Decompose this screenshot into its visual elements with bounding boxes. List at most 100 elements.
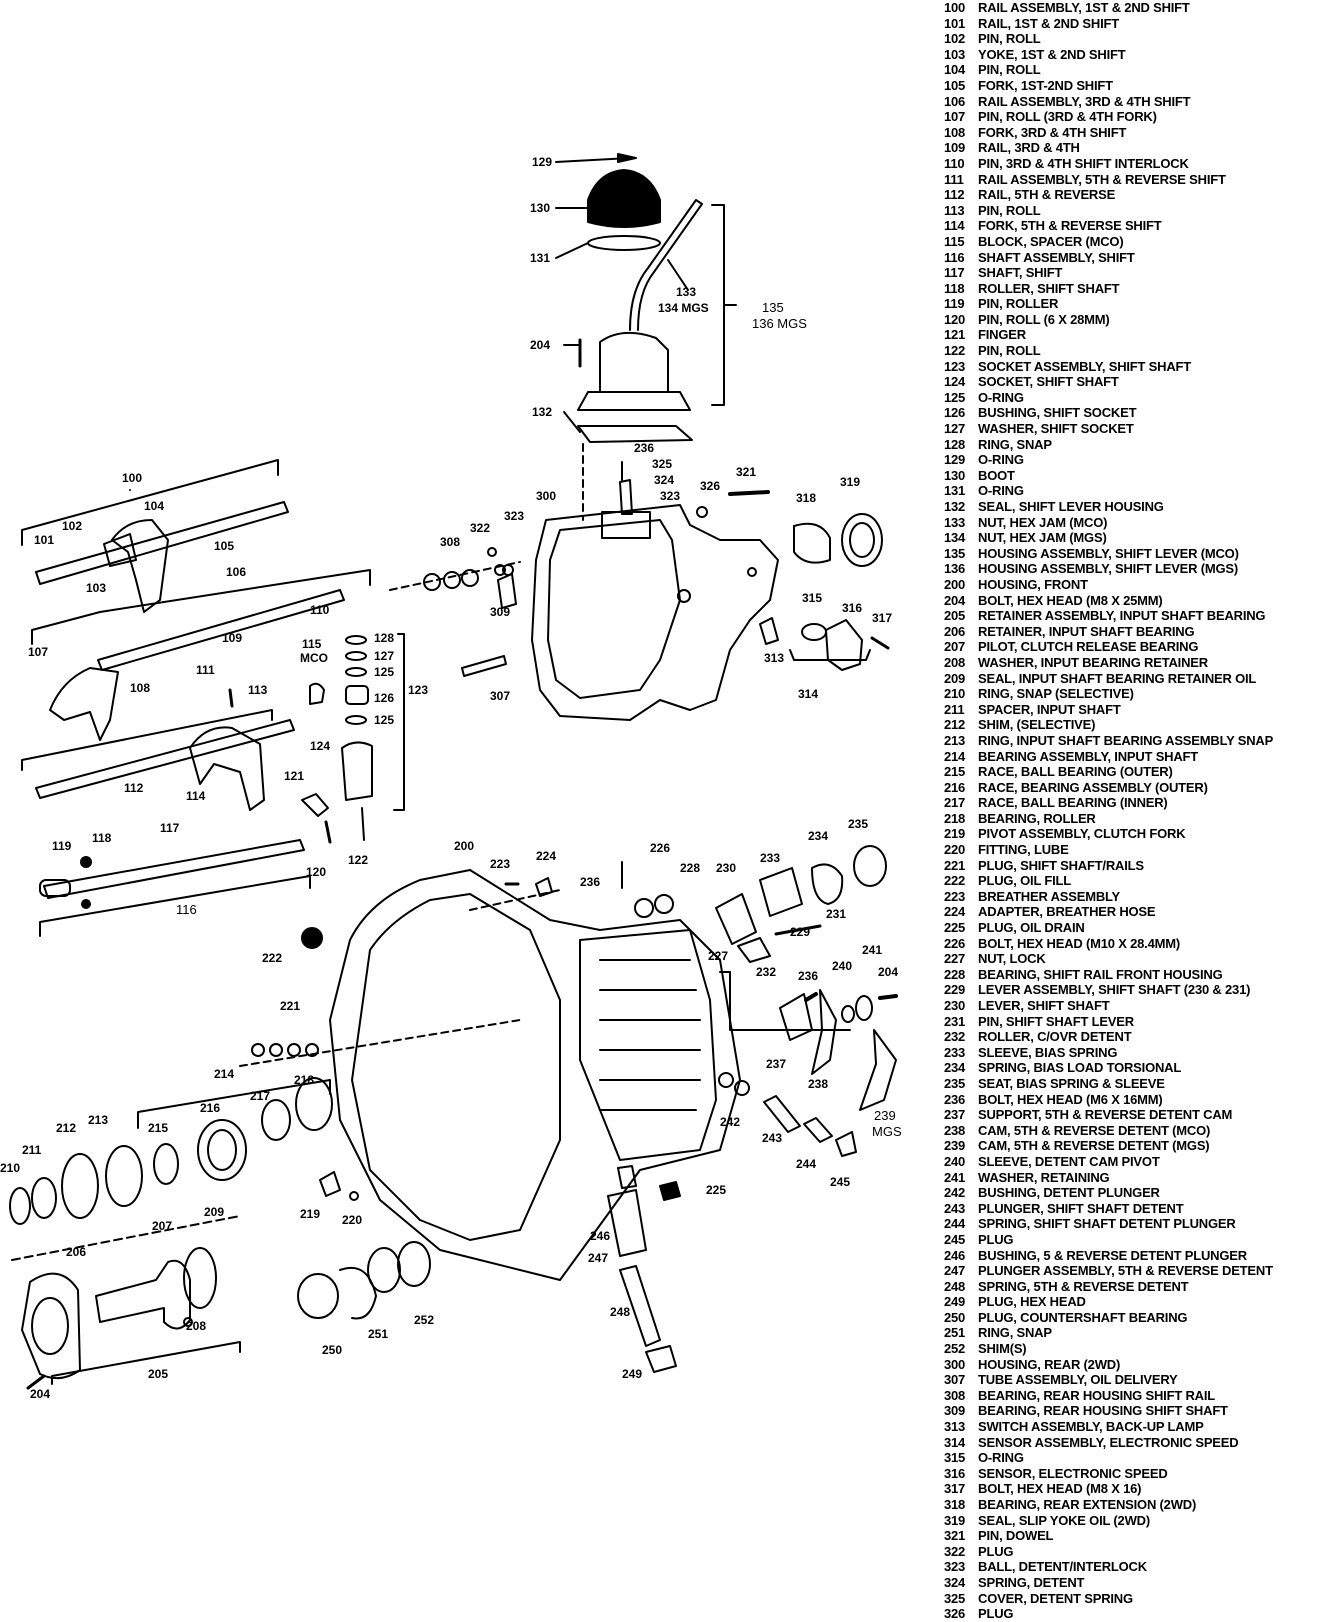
callout-234: 234 xyxy=(808,829,828,843)
callout-117: 117 xyxy=(160,821,180,835)
callout-212: 212 xyxy=(56,1121,76,1135)
legend-part-description: HOUSING, FRONT xyxy=(978,576,1088,592)
legend-part-number: 247 xyxy=(944,1263,966,1279)
bolt-236 xyxy=(804,992,818,1002)
callout-214: 214 xyxy=(214,1067,234,1081)
legend-part-description: PIN, ROLL xyxy=(978,31,1041,47)
legend-part-number: 229 xyxy=(944,982,966,998)
race-216 xyxy=(197,1119,247,1181)
legend-part-number: 307 xyxy=(944,1372,966,1388)
legend-part-description: RAIL ASSEMBLY, 5TH & REVERSE SHIFT xyxy=(978,171,1226,187)
legend-part-description: RING, SNAP (SELECTIVE) xyxy=(978,686,1134,702)
legend-part-number: 133 xyxy=(944,514,966,530)
bearing-308c xyxy=(461,569,479,587)
spring-244 xyxy=(803,1117,833,1143)
callout-103: 103 xyxy=(86,581,106,595)
legend-part-description: RAIL ASSEMBLY, 3RD & 4TH SHIFT xyxy=(978,93,1191,109)
roller-232 xyxy=(737,937,771,963)
callout-119: 119 xyxy=(52,839,72,853)
legend-part-description: BOLT, HEX HEAD (M8 X 16) xyxy=(978,1481,1142,1497)
legend-part-number: 216 xyxy=(944,779,966,795)
callout-129: 129 xyxy=(532,155,552,169)
legend-part-number: 228 xyxy=(944,966,966,982)
legend-part-number: 314 xyxy=(944,1434,966,1450)
bushing-242 xyxy=(734,1080,750,1096)
callout-217: 217 xyxy=(250,1089,270,1103)
callout-325: 325 xyxy=(652,457,672,471)
legend-part-number: 234 xyxy=(944,1060,966,1076)
legend-part-description: LEVER ASSEMBLY, SHIFT SHAFT (230 & 231) xyxy=(978,982,1251,998)
callout-326: 326 xyxy=(700,479,720,493)
callout-215: 215 xyxy=(148,1121,168,1135)
legend-part-description: PLUG, SHIFT SHAFT/RAILS xyxy=(978,857,1144,873)
legend-part-number: 238 xyxy=(944,1122,966,1138)
legend-part-number: 230 xyxy=(944,998,966,1013)
leader-133 xyxy=(667,259,689,291)
legend-part-description: PIN, ROLL xyxy=(978,202,1041,218)
callout-204c: 204 xyxy=(30,1387,50,1401)
callout-123: 123 xyxy=(408,683,428,697)
legend-part-number: 323 xyxy=(944,1559,966,1575)
bracket-314 xyxy=(789,649,871,661)
callout-315: 315 xyxy=(802,591,822,605)
legend-part-description: O-RING xyxy=(978,483,1024,499)
legend-row: 314 SENSOR ASSEMBLY, ELECTRONIC SPEED xyxy=(944,1435,1324,1451)
callout-120: 120 xyxy=(306,865,326,879)
leader-132 xyxy=(563,411,581,433)
callout-321: 321 xyxy=(736,465,756,479)
plug-322 xyxy=(487,547,497,557)
legend-part-description: SENSOR ASSEMBLY, ELECTRONIC SPEED xyxy=(978,1434,1239,1450)
legend-part-number: 225 xyxy=(944,920,966,936)
legend-part-number: 135 xyxy=(944,545,966,561)
callout-132: 132 xyxy=(532,405,552,419)
legend-part-description: BUSHING, SHIFT SOCKET xyxy=(978,405,1137,421)
callout-324: 324 xyxy=(654,473,674,487)
legend-part-description: SUPPORT, 5TH & REVERSE DETENT CAM xyxy=(978,1107,1233,1123)
legend-part-number: 221 xyxy=(944,857,966,873)
detent-plunger-parts xyxy=(607,1165,681,1373)
legend-part-description: NUT, LOCK xyxy=(978,951,1046,967)
legend-part-number: 316 xyxy=(944,1465,966,1481)
legend-part-number: 101 xyxy=(944,15,966,31)
legend-part-description: PLUG, HEX HEAD xyxy=(978,1294,1086,1310)
legend-part-number: 130 xyxy=(944,467,966,483)
legend-part-number: 237 xyxy=(944,1107,966,1123)
legend-part-number: 118 xyxy=(944,280,965,296)
legend-part-number: 208 xyxy=(944,654,966,670)
switch-313 xyxy=(759,617,779,645)
legend-part-number: 113 xyxy=(944,202,965,218)
callout-318: 318 xyxy=(796,491,816,505)
callout-109: 109 xyxy=(222,631,242,645)
callout-130: 130 xyxy=(530,201,550,215)
legend-part-description: FORK, 1ST-2ND SHIFT xyxy=(978,77,1113,93)
callout-113: 113 xyxy=(248,683,268,697)
bracket-106 xyxy=(31,569,371,645)
callout-227: 227 xyxy=(708,949,728,963)
ring-213 xyxy=(105,1145,143,1207)
callout-107: 107 xyxy=(28,645,48,659)
legend-part-number: 325 xyxy=(944,1590,966,1606)
callout-127: 127 xyxy=(374,649,394,663)
legend-part-number: 119 xyxy=(944,296,965,312)
callout-100: 100 xyxy=(122,471,142,485)
dowel-321 xyxy=(728,490,770,496)
legend-part-number: 110 xyxy=(944,155,965,171)
legend-part-description: ROLLER, SHIFT SHAFT xyxy=(978,280,1120,296)
legend-part-number: 308 xyxy=(944,1387,966,1403)
legend-part-number: 106 xyxy=(944,93,966,109)
